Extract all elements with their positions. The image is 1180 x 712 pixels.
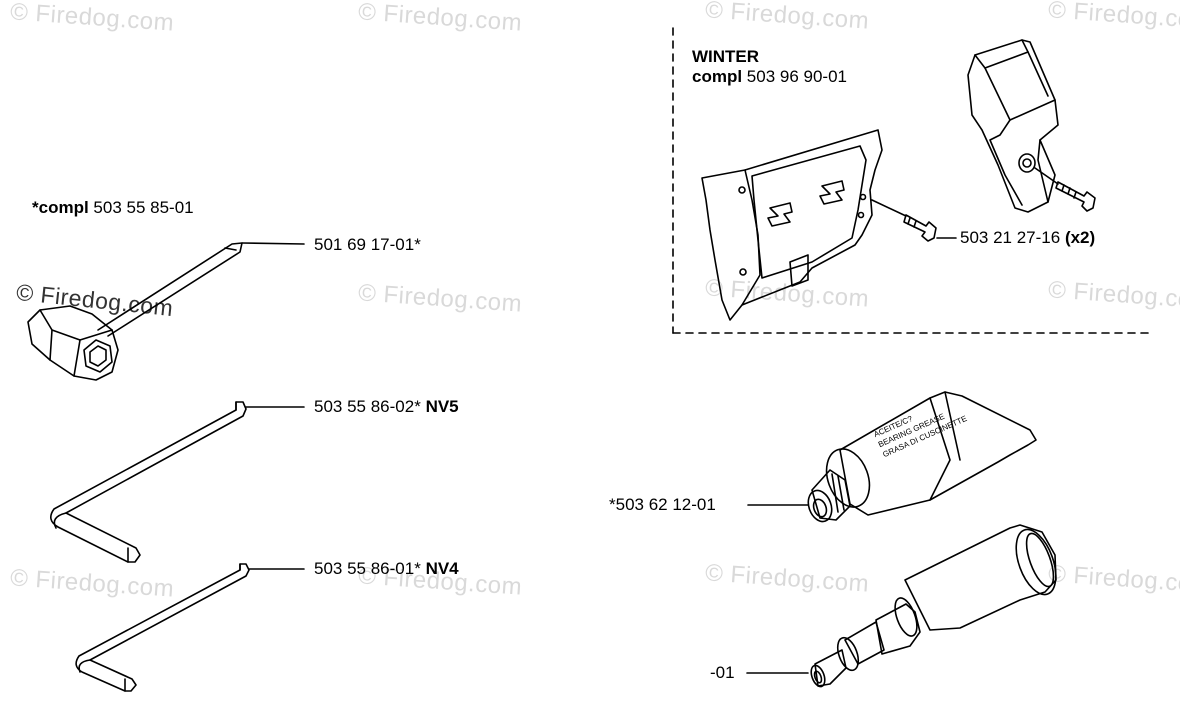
grease-tube xyxy=(807,391,1037,523)
hex-key-nv4-size: NV4 xyxy=(425,559,459,578)
leader-screwdriver xyxy=(241,242,305,245)
compl-kit-label: *compl 503 55 85-01 xyxy=(32,198,194,218)
hex-key-nv4-number: 503 55 86-01* xyxy=(314,559,421,578)
part-label-winter-screw: 503 21 27-16 (x2) xyxy=(960,228,1095,248)
part-label-hex-key-nv5: 503 55 86-02* NV5 xyxy=(314,397,459,417)
leader-shield-screw xyxy=(1034,167,1059,185)
hex-key-nv5-size: NV5 xyxy=(425,397,459,416)
winter-shield xyxy=(967,39,1059,213)
piston-tool xyxy=(810,524,1057,688)
shield-screw xyxy=(1055,181,1096,212)
part-label-tool-tip: -01 xyxy=(710,663,735,682)
compl-kit-compl-word: compl xyxy=(38,198,89,217)
winter-kit-number: 503 96 90-01 xyxy=(746,67,847,86)
part-label-hex-key-nv4: 503 55 86-01* NV4 xyxy=(314,559,459,579)
winter-screw-number: 503 21 27-16 xyxy=(960,228,1061,247)
combination-wrench xyxy=(27,242,243,381)
winter-kit-compl: compl 503 96 90-01 xyxy=(692,67,847,87)
part-label-grease-tube: *503 62 12-01 xyxy=(609,495,716,514)
winter-kit-title: WINTER xyxy=(692,47,760,66)
winter-screw xyxy=(903,214,937,242)
winter-kit-compl-word: compl xyxy=(692,67,743,86)
compl-kit-prefix: * xyxy=(32,198,39,217)
leader-winter-screw xyxy=(871,199,907,217)
hex-key-nv5 xyxy=(50,401,247,563)
winter-kit-label: WINTER compl 503 96 90-01 xyxy=(692,47,847,87)
winter-kit-frame xyxy=(672,27,1151,334)
part-label-screwdriver: 501 69 17-01* xyxy=(314,235,421,254)
hex-key-nv4 xyxy=(75,563,250,692)
compl-kit-number: 503 55 85-01 xyxy=(93,198,194,217)
winter-cover-plate xyxy=(701,129,883,321)
hex-key-nv5-number: 503 55 86-02* xyxy=(314,397,421,416)
winter-screw-qty: (x2) xyxy=(1064,228,1096,247)
